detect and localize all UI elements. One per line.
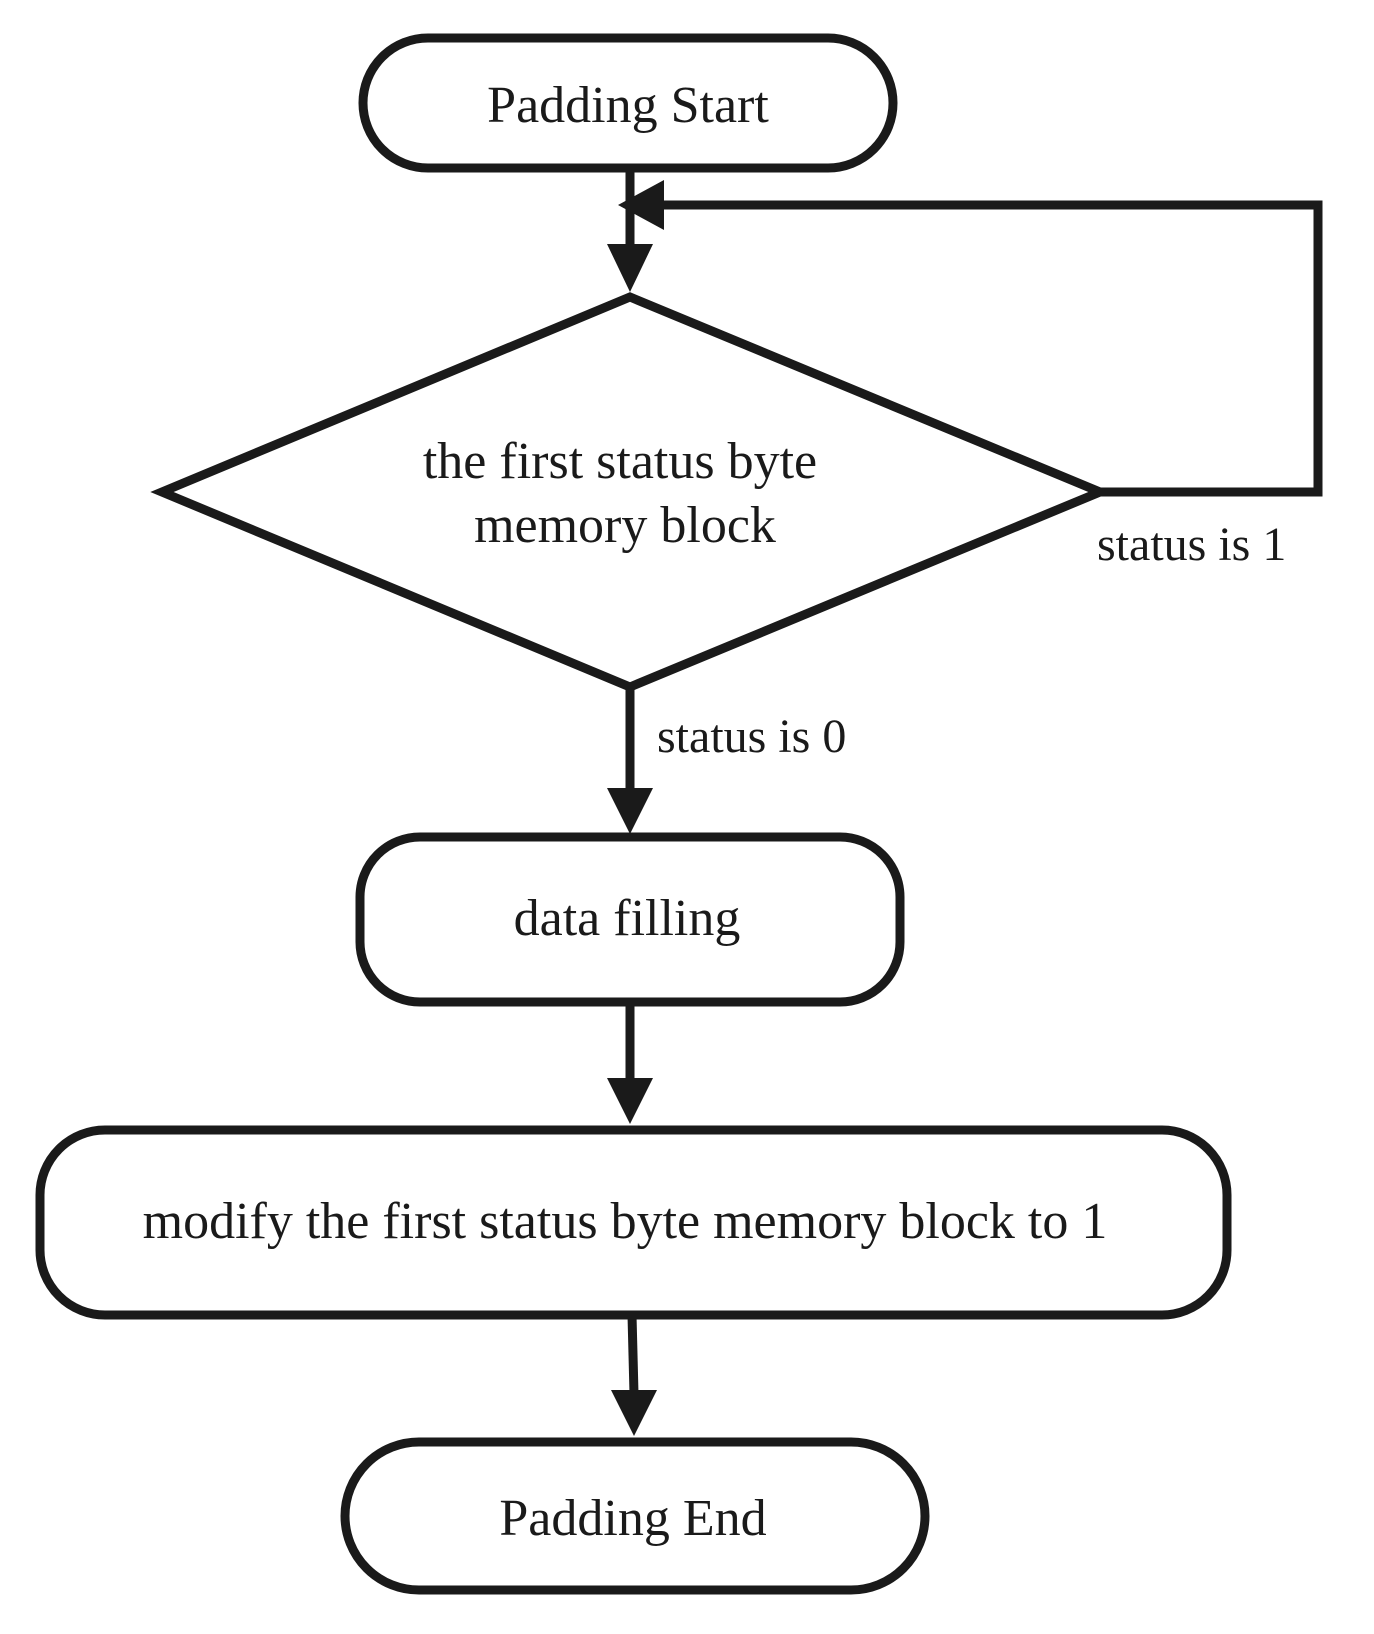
fill-node-label: data filling [514,890,741,947]
decision-node: the first status byte memory block [150,292,1112,692]
edge-modify-to-end [611,1314,657,1436]
edge-decision-to-fill: status is 0 [607,687,846,834]
start-node: Padding Start [358,33,898,173]
edge-label-status-zero: status is 0 [657,710,846,763]
end-node: Padding End [340,1437,930,1595]
arrowhead-icon [611,1390,657,1436]
decision-node-label-line2: memory block [474,497,776,554]
arrowhead-icon [607,244,653,292]
modify-node-label: modify the first status byte memory bloc… [143,1193,1108,1250]
fill-node: data filling [355,832,905,1007]
end-node-label: Padding End [499,1490,766,1547]
arrowhead-icon [607,1078,653,1124]
edge-fill-to-modify [607,1002,653,1124]
start-node-label: Padding Start [487,77,769,134]
edge-label-status-one: status is 1 [1097,518,1286,571]
edge-start-to-decision [607,168,653,292]
edge-loop-status-one: status is 1 [618,180,1323,571]
modify-node: modify the first status byte memory bloc… [35,1125,1232,1320]
arrowhead-icon [607,788,653,834]
arrowhead-icon [618,180,664,230]
decision-node-label-line1: the first status byte [423,433,817,490]
